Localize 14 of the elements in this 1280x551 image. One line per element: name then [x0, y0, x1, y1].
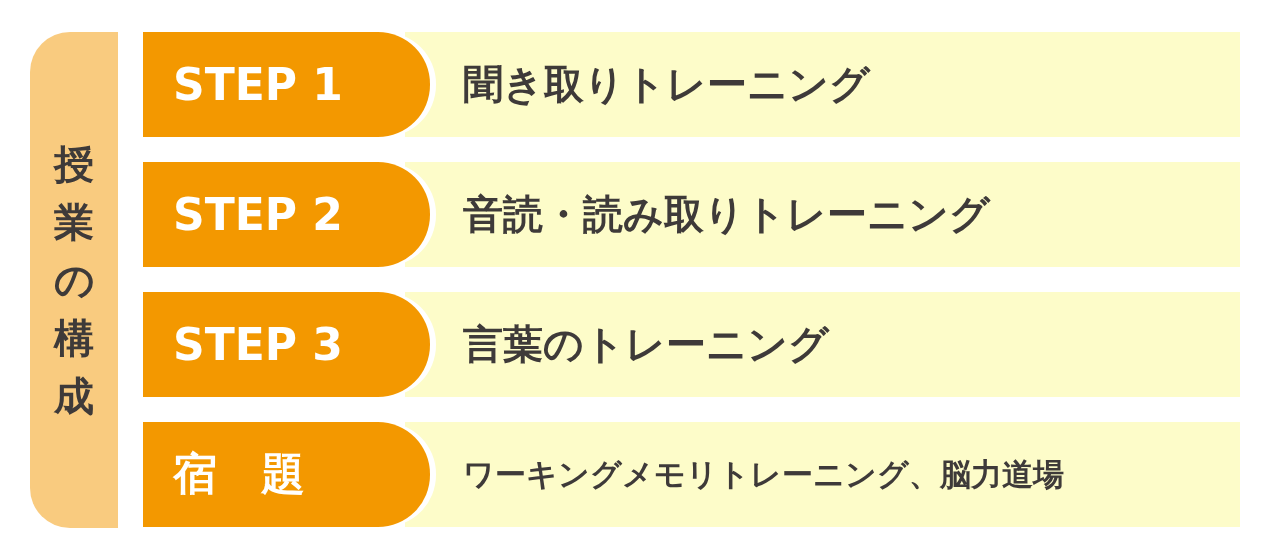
section-band — [30, 32, 118, 528]
step-label: STEP 1 — [173, 59, 343, 110]
step-description: ワーキングメモリトレーニング、脳力道場 — [463, 454, 1064, 494]
text-band — [405, 292, 1240, 397]
text-band — [405, 162, 1240, 267]
step-description: 音読・読み取りトレーニング — [463, 190, 990, 239]
step-description: 言葉のトレーニング — [463, 320, 829, 369]
step-label: STEP 3 — [173, 319, 343, 370]
section-title: 授業の構成 — [52, 140, 96, 421]
step-description: 聞き取りトレーニング — [463, 60, 870, 109]
step-label: 宿 題 — [173, 447, 305, 501]
text-band — [405, 32, 1240, 137]
step-label: STEP 2 — [173, 189, 343, 240]
text-band — [405, 422, 1240, 527]
